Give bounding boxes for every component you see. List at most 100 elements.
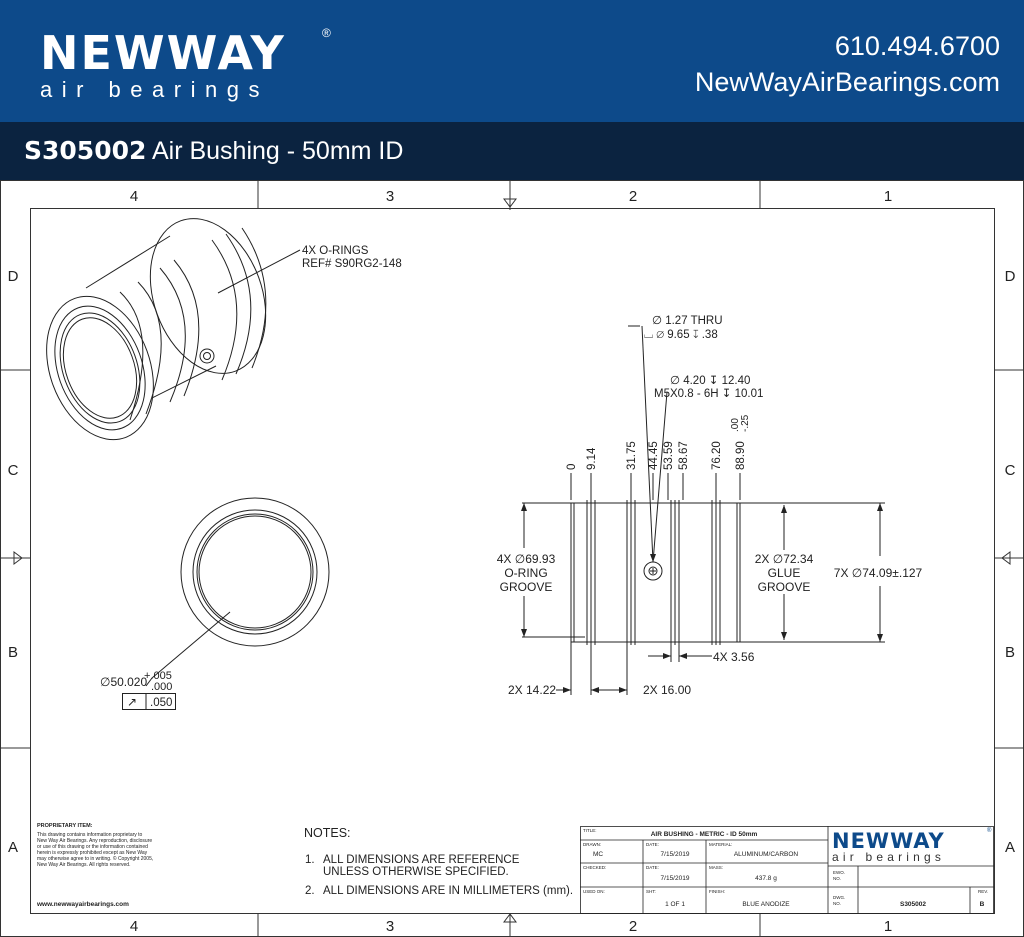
orings-callout-line1: 4X O-RINGS [302,245,369,257]
grid-col-2-bottom: 2 [629,918,637,935]
grid-row-d-right: D [1005,268,1016,285]
tb-finish-label: FINISH: [709,889,725,894]
grid-col-3-bottom: 3 [386,918,394,935]
tb-title-label: TITLE: [583,828,597,833]
proprietary-line3: or use of this drawing or the informatio… [37,844,148,850]
tap-callout-line2: M5X0.8 - 6H ↧ 10.01 [654,388,763,400]
bore-tol-lower: .000 [151,681,172,693]
grid-col-1-bottom: 1 [884,918,892,935]
title-block [580,826,994,914]
grid-row-a-right: A [1005,839,1015,856]
ordinate-labels: 0 9.14 31.75 44.45 53.59 58.67 76.20 88.… [566,414,751,470]
tb-mass-value: 437.8 g [755,875,777,882]
tb-sht-label: SHT: [646,889,656,894]
ordinate-tol-lower: -.25 [740,414,751,432]
part-description: Air Bushing - 50mm ID [151,137,404,165]
notes-heading: NOTES: [304,826,351,840]
page-header: NEWWAY ® air bearings 610.494.6700 NewWa… [0,0,1024,122]
groove-width-dim: 4X 3.56 [713,650,755,664]
tb-dwg-value: S305002 [900,901,926,908]
tb-date1-label: DATE: [646,842,659,847]
tb-mass-label: MASS: [709,865,723,870]
tb-ewo-label-1: EWO. [833,870,845,875]
end-view [122,497,330,710]
proprietary-line2: New Way Air Bearings. Any reproduction, … [37,838,152,844]
title-bar: S305002 Air Bushing - 50mm ID [0,122,1024,180]
ordinate-58-67: 58.67 [678,441,690,470]
tb-drawn-label: DRAWN: [583,842,601,847]
note-2-number: 2. [305,885,315,897]
orings-callout-line2: REF# S90RG2-148 [302,258,402,270]
dim-14-22: 2X 14.22 [508,683,556,697]
bore-dimension: ∅50.020 [100,675,147,689]
runout-value: .050 [150,697,172,709]
ordinate-44-45: 44.45 [648,441,660,470]
note-1-number: 1. [305,854,315,866]
ordinate-53-59: 53.59 [663,441,675,470]
proprietary-line1: This drawing contains information propri… [37,832,143,838]
part-number: S305002 [24,136,147,165]
tb-finish-value: BLUE ANODIZE [742,901,790,908]
tb-rev-label: REV. [978,889,988,894]
website-link[interactable]: NewWayAirBearings.com [694,67,1000,97]
proprietary-line6: New Way Air Bearings. All rights reserve… [37,862,130,868]
grid-row-a-left: A [8,839,18,856]
bore-tol-upper: +.005 [144,670,172,682]
runout-symbol: ↗ [127,695,137,709]
note-1-line2: UNLESS OTHERWISE SPECIFIED. [323,866,509,878]
grid-row-c-left: C [8,462,19,479]
page-title: S305002 Air Bushing - 50mm ID [24,136,403,166]
hole-callout-line2: ⌴ ∅ 9.65 ↧ .38 [644,329,718,341]
tb-material-label: MATERIAL: [709,842,732,847]
proprietary-line5: may otherwise agree to in writing. © Cop… [37,855,153,862]
proprietary-notice: PROPRIETARY ITEM: This drawing contains … [36,823,153,908]
grid-col-4-top: 4 [130,188,138,205]
tb-logo-name: NEWWAY [832,829,945,853]
grid-row-d-left: D [8,268,19,285]
grid-col-1-top: 1 [884,188,892,205]
ordinate-tol-upper: .00 [730,418,741,432]
glue-groove-line3: GROOVE [758,580,811,594]
phone-number: 610.494.6700 [834,31,1000,61]
tb-material-value: ALUMINUM/CARBON [734,851,799,858]
brand-tagline: air bearings [40,77,269,102]
brand-name: NEWWAY [40,26,286,80]
side-view [522,325,885,695]
grid-col-4-bottom: 4 [130,918,138,935]
grid-row-c-right: C [1005,462,1016,479]
dimension-arrowheads [521,503,883,693]
notes: NOTES: 1. ALL DIMENSIONS ARE REFERENCE U… [304,826,573,897]
tb-drawn-value: MC [593,851,603,858]
grid-col-2-top: 2 [629,188,637,205]
note-2-text: ALL DIMENSIONS ARE IN MILLIMETERS (mm). [323,885,573,897]
tb-logo-reg: ® [987,827,992,834]
proprietary-url: www.newwayairbearings.com [36,901,129,908]
tb-dwg-label-2: NO. [833,901,841,906]
tb-rev-value: B [980,901,985,908]
registered-mark: ® [322,26,331,40]
ordinate-9-14: 9.14 [586,447,598,470]
tb-logo-tagline: air bearings [832,850,945,864]
tb-used-on-label: USED ON: [583,889,605,894]
tb-ewo-label-2: NO. [833,876,841,881]
tb-title-value: AIR BUSHING - METRIC - ID 50mm [651,831,758,838]
od-dimension: 7X ∅74.09±.127 [834,566,923,580]
tb-sht-value: 1 OF 1 [665,901,685,908]
ordinate-76-20: 76.20 [711,441,723,470]
tb-date1-value: 7/15/2019 [661,851,690,858]
engineering-drawing: 4 3 2 1 4 3 2 1 D C B A D C B A 4X [0,180,1024,937]
ordinate-0: 0 [566,464,578,470]
isometric-view [46,218,301,441]
glue-groove-line2: GLUE [768,566,801,580]
tb-date2-label: DATE: [646,865,659,870]
tb-date2-value: 7/15/2019 [661,875,690,882]
proprietary-heading: PROPRIETARY ITEM: [37,823,93,829]
oring-groove-line3: GROOVE [500,580,553,594]
note-1-line1: ALL DIMENSIONS ARE REFERENCE [323,854,520,866]
tap-callout-line1: ∅ 4.20 ↧ 12.40 [670,375,750,387]
contact-info: 610.494.6700 NewWayAirBearings.com [695,28,1000,100]
glue-groove-line1: 2X ∅72.34 [755,552,814,566]
grid-col-3-top: 3 [386,188,394,205]
title-block-logo: NEWWAY ® air bearings [832,827,992,864]
grid-row-b-left: B [8,644,18,661]
